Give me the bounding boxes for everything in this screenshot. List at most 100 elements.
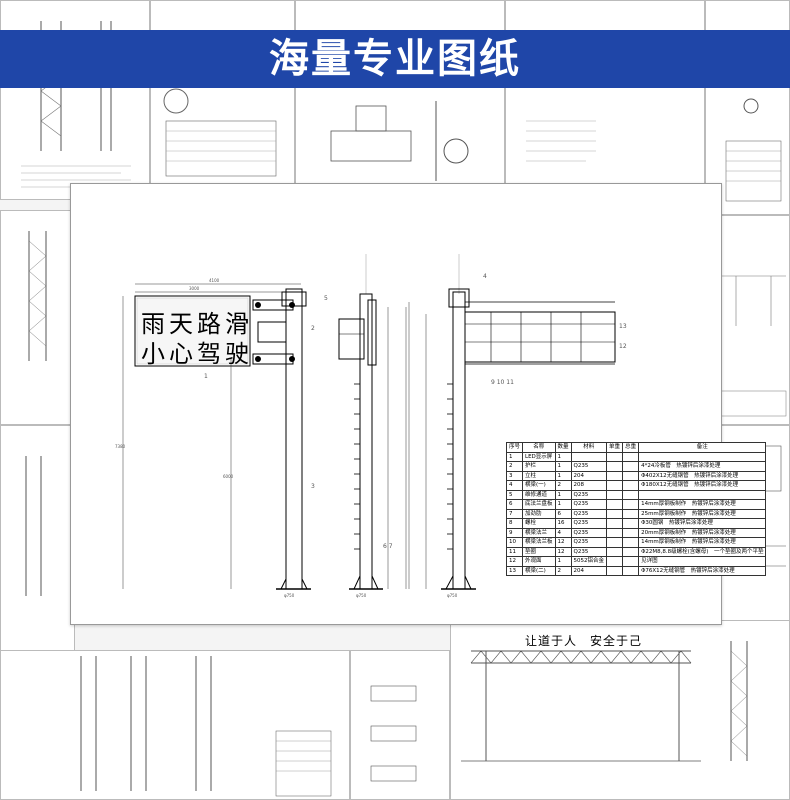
table-cell [638, 451, 767, 462]
table-cell: 外观面 [522, 556, 556, 567]
slogan-text: 让道于人 安全于己 [525, 634, 643, 648]
table-cell: Φ30圆钢 热镀锌后涂漆处理 [638, 518, 767, 529]
table-cell: 维修通道 [522, 489, 556, 500]
dim-panel-width: 3000 [189, 286, 200, 291]
table-cell [606, 518, 624, 529]
table-cell [622, 518, 640, 529]
table-cell [606, 527, 624, 538]
dim-base-right: φ750 [447, 593, 458, 598]
table-cell [622, 527, 640, 538]
table-cell: 2 [554, 480, 572, 491]
table-cell: 3 [505, 470, 524, 481]
sign-char: 小 [141, 340, 165, 368]
callout-3: 3 [311, 483, 315, 490]
callout-12: 12 [619, 343, 627, 350]
table-cell: Q235 [570, 546, 608, 557]
callout-5: 5 [324, 295, 328, 302]
sheet-drawing [330, 101, 469, 181]
table-header: 总重 [622, 442, 640, 453]
callout-6-7: 6 7 [383, 543, 393, 550]
table-cell [606, 451, 624, 462]
table-cell [622, 451, 640, 462]
table-cell: 25mm厚钢板制作 热镀锌后涂漆处理 [638, 508, 767, 519]
table-cell [622, 565, 640, 576]
table-header: 单重 [606, 442, 624, 453]
table-cell: LED显示屏 [522, 451, 556, 462]
table-cell: 14mm厚钢板制作 热镀锌后涂漆处理 [638, 537, 767, 548]
sign-char: 驶 [225, 340, 249, 368]
sheet-drawing [25, 456, 42, 596]
table-cell [622, 461, 640, 472]
table-cell: 1 [554, 556, 572, 567]
gantry-drawing [122, 254, 616, 590]
table-cell: 1 [554, 489, 572, 500]
table-cell: 12 [554, 546, 572, 557]
sheet-drawing [370, 685, 417, 782]
table-cell: 护栏 [522, 461, 556, 472]
table-cell [570, 451, 608, 462]
table-cell: Q235 [570, 461, 608, 472]
table-cell [606, 537, 624, 548]
table-cell: 4 [554, 527, 572, 538]
sign-char: 天 [169, 310, 193, 338]
table-header: 名称 [522, 442, 556, 453]
table-cell: 1 [554, 470, 572, 481]
background-sheet-left-lower [0, 425, 75, 655]
header-banner: 海量专业图纸 [0, 30, 790, 88]
table-cell: 横梁(一) [522, 480, 556, 491]
table-cell [606, 489, 624, 500]
table-cell: 加劲肋 [522, 508, 556, 519]
table-cell: 10 [505, 537, 524, 548]
table-cell: 横梁法兰 [522, 527, 556, 538]
table-cell: 204 [570, 470, 608, 481]
table-cell: 20mm厚钢板制作 热镀锌后涂漆处理 [638, 527, 767, 538]
table-cell: Φ402X12无缝钢管 热镀锌后涂漆处理 [638, 470, 767, 481]
sheet-drawing [28, 231, 47, 361]
table-cell: 208 [570, 480, 608, 491]
table-cell [622, 537, 640, 548]
sign-char: 路 [197, 310, 221, 338]
table-header-row: 序号 名称 数量 材料 单重 总重 备注 [505, 442, 767, 453]
table-cell: 立柱 [522, 470, 556, 481]
table-cell [606, 556, 624, 567]
dim-base-left: φ750 [284, 593, 295, 598]
table-cell [606, 546, 624, 557]
table-cell: 7 [505, 508, 524, 519]
table-cell [622, 480, 640, 491]
table-cell: Q235 [570, 499, 608, 510]
table-cell [622, 499, 640, 510]
table-cell: 垫圈 [522, 546, 556, 557]
table-cell: 横梁(二) [522, 565, 556, 576]
callout-1: 1 [204, 373, 208, 380]
sheet-drawing [461, 641, 748, 762]
table-cell [638, 489, 767, 500]
table-cell: 5052铝合金 [570, 556, 608, 567]
sheet-drawing [163, 88, 277, 177]
table-cell: Φ180X12无缝钢管 热镀锌后涂漆处理 [638, 480, 767, 491]
table-cell [622, 489, 640, 500]
table-cell: 6 [505, 499, 524, 510]
callout-9-10-11: 9 10 11 [491, 379, 514, 386]
table-cell: 11 [505, 546, 524, 557]
table-cell: 12 [505, 556, 524, 567]
background-sheet-right [715, 215, 790, 425]
table-header: 材料 [570, 442, 608, 453]
table-cell: 204 [570, 565, 608, 576]
sign-char: 驾 [197, 340, 221, 368]
table-cell: 见详图 [638, 556, 767, 567]
sheet-drawing [720, 275, 787, 417]
table-cell: 4 [505, 480, 524, 491]
table-cell [622, 470, 640, 481]
table-cell: Φ22M8,8.8级螺栓(含螺母) 一个垫圈及两个平垫 [638, 546, 767, 557]
table-cell: 14mm厚钢板制作 热镀锌后涂漆处理 [638, 499, 767, 510]
table-cell [606, 470, 624, 481]
